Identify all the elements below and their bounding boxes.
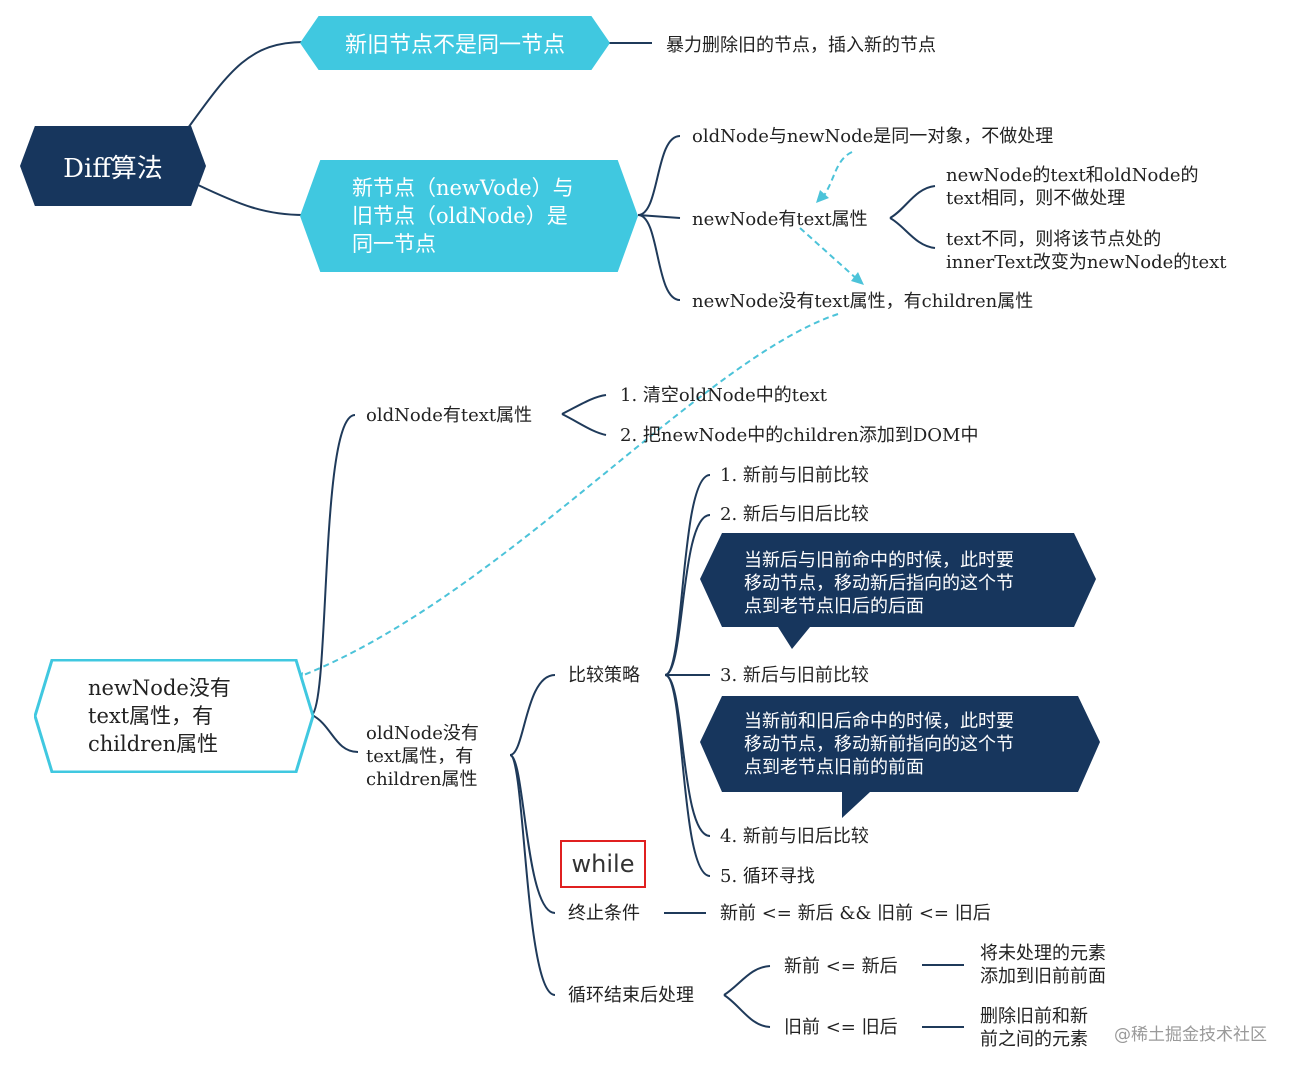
- children-node-line-2: text属性，有: [88, 704, 214, 728]
- connector-children-oldtext: [311, 414, 356, 716]
- case-text-diff: text不同，则将该节点处的 innerText改变为newNode的text: [946, 228, 1227, 274]
- case-has-text: newNode有text属性: [692, 209, 868, 230]
- connector-root-b: [195, 183, 305, 216]
- after-loop-result-2-line-1: 删除旧前和新: [980, 1006, 1088, 1027]
- connector-b-case1: [637, 135, 681, 216]
- root-label: Diff算法: [63, 153, 163, 184]
- connector-oc-strategy: [509, 674, 556, 756]
- node-same-line-1: 新节点（newVode）与: [352, 176, 574, 200]
- old-has-children: oldNode没有 text属性，有 children属性: [366, 722, 479, 791]
- after-loop-label: 循环结束后处理: [568, 985, 694, 1006]
- strategy-step-1: 1. 新前与旧前比较: [720, 465, 869, 486]
- callout-2-line-1: 当新前和旧后命中的时候，此时要: [744, 711, 1014, 732]
- case-text-diff-line-1: text不同，则将该节点处的: [946, 229, 1162, 250]
- node-same-line-3: 同一节点: [352, 232, 436, 256]
- dashed-arrow-1: [822, 151, 853, 198]
- strategy-label: 比较策略: [568, 665, 640, 686]
- strategy-step-2: 2. 新后与旧后比较: [720, 504, 869, 525]
- connector-root-a: [187, 41, 305, 129]
- after-loop-result-2: 删除旧前和新 前之间的元素: [980, 1005, 1088, 1051]
- old-text-step-2: 2. 把newNode中的children添加到DOM中: [620, 425, 979, 446]
- old-has-children-line-3: children属性: [366, 769, 478, 790]
- connector-case2-same: [889, 185, 936, 219]
- connector-oldtext-step1: [561, 394, 607, 415]
- connector-b-case3: [637, 214, 681, 301]
- case-has-children: newNode没有text属性，有children属性: [692, 291, 1034, 312]
- connector-case2-diff: [889, 217, 936, 249]
- arrowhead-2: [851, 272, 864, 285]
- dashed-arrow-3: [295, 313, 839, 679]
- dashed-arrow-2: [799, 227, 859, 281]
- case-text-same-line-1: newNode的text和oldNode的: [946, 165, 1199, 186]
- while-label: while: [560, 840, 646, 888]
- old-has-children-line-2: text属性，有: [366, 746, 474, 767]
- case-text-same-line-2: text相同，则不做处理: [946, 188, 1126, 209]
- children-node: newNode没有 text属性，有 children属性: [88, 674, 231, 758]
- strategy-step-5: 5. 循环寻找: [720, 866, 815, 887]
- old-has-children-line-1: oldNode没有: [366, 723, 479, 744]
- case-text-same: newNode的text和oldNode的 text相同，则不做处理: [946, 164, 1199, 210]
- after-loop-case-1: 新前 <= 新后: [784, 956, 898, 977]
- after-loop-result-1-line-1: 将未处理的元素: [980, 943, 1106, 964]
- old-has-text: oldNode有text属性: [366, 405, 533, 426]
- connector-oc-after: [509, 754, 556, 996]
- strategy-step-3: 3. 新后与旧前比较: [720, 665, 869, 686]
- callout-2: 当新前和旧后命中的时候，此时要 移动节点，移动新前指向的这个节 点到老节点旧前的…: [744, 710, 1014, 779]
- connector-st-s5: [664, 674, 711, 877]
- not-same-result: 暴力删除旧的节点，插入新的节点: [666, 35, 936, 56]
- connector-st-s2: [664, 514, 711, 676]
- after-loop-result-1-line-2: 添加到旧前前面: [980, 966, 1106, 987]
- case-same-object: oldNode与newNode是同一对象，不做处理: [692, 126, 1054, 147]
- arrowhead-1: [816, 190, 829, 203]
- callout-1: 当新后与旧前命中的时候，此时要 移动节点，移动新后指向的这个节 点到老节点旧后的…: [744, 549, 1014, 618]
- callout-1-line-1: 当新后与旧前命中的时候，此时要: [744, 550, 1014, 571]
- strategy-step-4: 4. 新前与旧后比较: [720, 826, 869, 847]
- node-same: 新节点（newVode）与 旧节点（oldNode）是 同一节点: [300, 160, 638, 272]
- connector-after-c2: [723, 994, 771, 1028]
- after-loop-result-1: 将未处理的元素 添加到旧前前面: [980, 942, 1106, 988]
- connector-after-c1: [723, 965, 771, 996]
- old-text-step-1: 1. 清空oldNode中的text: [620, 385, 828, 406]
- after-loop-result-2-line-2: 前之间的元素: [980, 1029, 1088, 1050]
- connector-children-oldchildren: [311, 714, 359, 753]
- connector-oldtext-step2: [561, 413, 607, 436]
- root-node-diff: Diff算法: [20, 126, 206, 206]
- node-not-same-label: 新旧节点不是同一节点: [344, 33, 565, 58]
- callout-2-shape: [700, 696, 1100, 818]
- connector-b-case2: [637, 214, 681, 219]
- callout-1-shape: [700, 533, 1096, 649]
- watermark: @稀土掘金技术社区: [1114, 1025, 1267, 1045]
- children-node-line-1: newNode没有: [88, 676, 231, 700]
- terminate-condition: 新前 <= 新后 && 旧前 <= 旧后: [720, 903, 991, 924]
- case-text-diff-line-2: innerText改变为newNode的text: [946, 252, 1227, 273]
- callout-2-line-3: 点到老节点旧前的前面: [744, 757, 924, 778]
- callout-2-line-2: 移动节点，移动新前指向的这个节: [744, 734, 1014, 755]
- node-not-same: 新旧节点不是同一节点: [300, 16, 610, 70]
- after-loop-case-2: 旧前 <= 旧后: [784, 1017, 898, 1038]
- callout-1-line-3: 点到老节点旧后的后面: [744, 596, 924, 617]
- children-node-outline: [34, 659, 314, 773]
- callout-1-line-2: 移动节点，移动新后指向的这个节: [744, 573, 1014, 594]
- terminate-label: 终止条件: [568, 903, 640, 924]
- node-same-line-2: 旧节点（oldNode）是: [352, 204, 568, 228]
- children-node-line-3: children属性: [88, 732, 219, 756]
